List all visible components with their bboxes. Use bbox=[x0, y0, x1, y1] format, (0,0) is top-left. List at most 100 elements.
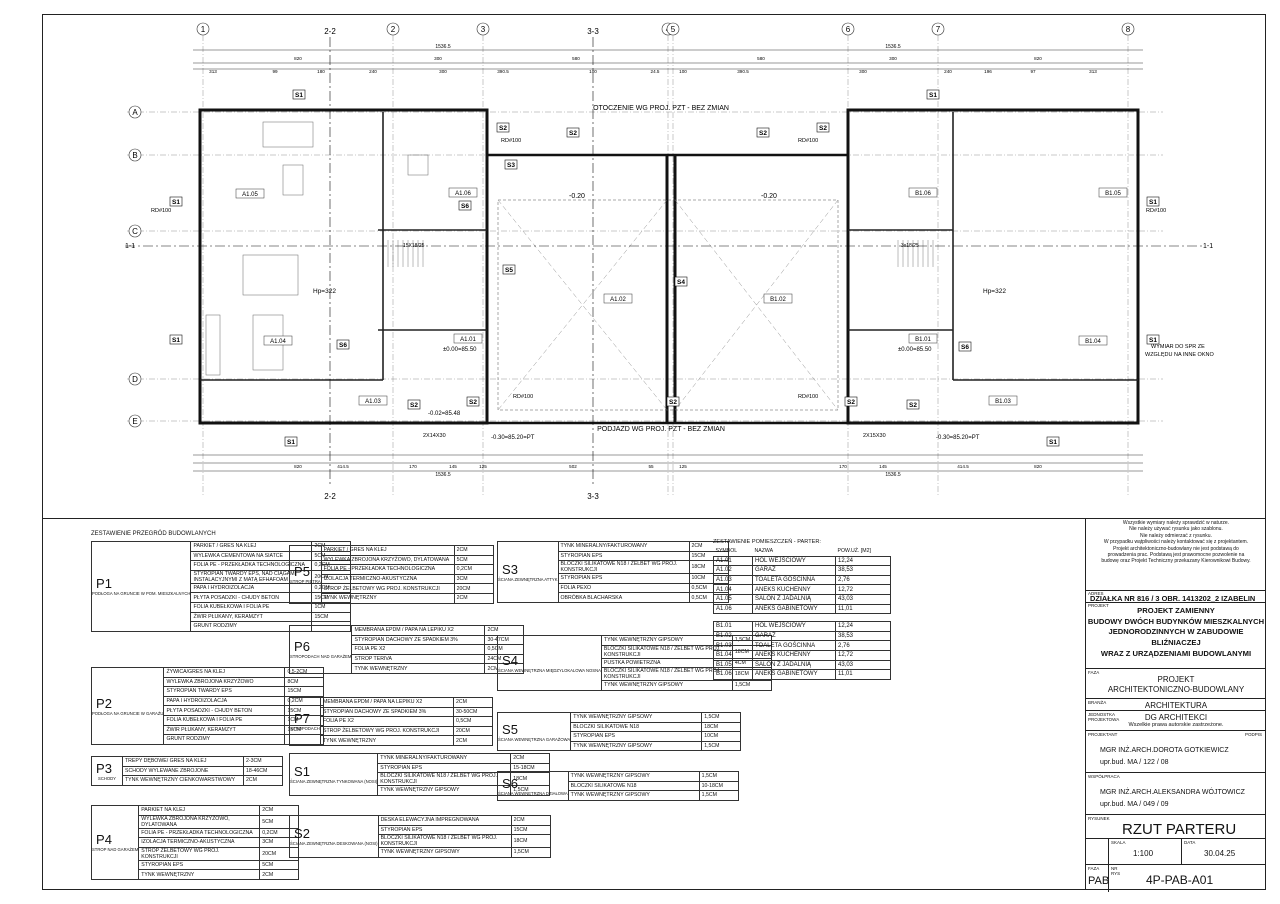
dimension-text: 170 bbox=[409, 464, 417, 469]
wall-tag: S5 bbox=[505, 267, 513, 274]
drain-label: RD#100 bbox=[501, 138, 521, 144]
wall-tag-box bbox=[958, 341, 972, 352]
room-cell: 12,24 bbox=[835, 621, 891, 632]
room-tag-box bbox=[453, 333, 483, 344]
window-note: WYMIAR DO SPR ZE bbox=[1151, 344, 1205, 350]
layer-material: STROP ŻELBETOWY WG PROJ. KONSTRUKCJI bbox=[320, 725, 454, 737]
layer-material: TYNK WEWNĘTRZNY GIPSOWY bbox=[567, 771, 700, 782]
wall-tag-box bbox=[906, 399, 920, 410]
room-tag-box bbox=[763, 293, 793, 304]
room-cell: B1.01 bbox=[713, 621, 753, 632]
dining-table bbox=[242, 254, 299, 296]
layer-thickness: 3CM bbox=[453, 573, 494, 585]
room-tag-box bbox=[448, 187, 478, 198]
layer-thickness: 1,5CM bbox=[698, 771, 739, 782]
rooms-header: SYMBOL bbox=[715, 548, 738, 555]
phase-line-2: ARCHITEKTONICZNO-BUDOWLANY bbox=[1107, 685, 1245, 695]
layer-material: STYROPIAN EPS bbox=[570, 731, 703, 742]
room-cell: ANEKS KUCHENNY bbox=[752, 584, 836, 595]
layer-material: BLOCZKI SILIKATOWE N18 / ŻELBET WG PROJ.… bbox=[600, 667, 733, 682]
desk bbox=[407, 154, 429, 176]
layer-material: FOLIA PE X2 bbox=[320, 716, 454, 727]
layer-material: DESKA ELEWACYJNA IMPREGNOWANA bbox=[377, 815, 512, 826]
title-block: Wszystkie wymiary należy sprawdzić w nat… bbox=[1085, 518, 1266, 892]
layer-material: TYNK WEWNĘTRZNY GIPSOWY bbox=[567, 790, 700, 801]
layers-title: ZESTAWIENIE PRZEGRÓD BUDOWLANYCH bbox=[91, 531, 216, 537]
wall-tag-box bbox=[169, 196, 183, 207]
layer-thickness: 1,5CM bbox=[701, 712, 742, 723]
level-mark: ±0.00=85.50 bbox=[898, 347, 932, 353]
layer-material: TYNK WEWNĘTRZNY bbox=[138, 869, 261, 880]
scale: 1:100 bbox=[1133, 849, 1154, 858]
layer-thickness: 1,5CM bbox=[701, 740, 742, 752]
dimension-text: 99 bbox=[272, 69, 278, 74]
rooms-header: POW.UŻ. [M2] bbox=[837, 548, 871, 555]
dimension-text: 180 bbox=[317, 69, 325, 74]
layer-material: WYLEWKA ZBROJONA KRZYŻOWO bbox=[163, 676, 286, 688]
unit-note: Wszelkie prawa autorskie zastrzeżone. bbox=[1128, 722, 1224, 728]
wall-tag-box bbox=[504, 159, 518, 170]
dimension-text: 414.5 bbox=[337, 464, 349, 469]
room-cell: B1.03 bbox=[713, 640, 753, 651]
layer-material: PARKIET NA KLEJ bbox=[138, 805, 261, 816]
layer-material: BLOCZKI SILIKATOWE N18 / ŻELBET WG PROJ.… bbox=[377, 772, 512, 787]
phase-row: FAZA PROJEKT ARCHITEKTONICZNO-BUDOWLANY bbox=[1086, 669, 1266, 699]
dimension-text: 502 bbox=[569, 464, 577, 469]
wall-tag-box bbox=[1146, 334, 1160, 345]
layer-material: STROP ŻELBETOWY WG PROJ. KONSTRUKCJI bbox=[320, 583, 455, 594]
axis-label: 5 bbox=[671, 25, 676, 34]
layer-material: TYNK MINERALNY/FAKTUROWANY bbox=[377, 753, 512, 764]
designer-license: upr.bud. MA / 122 / 08 bbox=[1100, 759, 1169, 766]
entry-steps: 2X15X30 bbox=[863, 433, 886, 439]
axis-label: 8 bbox=[1126, 25, 1131, 34]
axis-bubble bbox=[128, 372, 142, 386]
layer-material: PŁYTA POSADZKI - CHUDY BETON bbox=[163, 705, 286, 716]
dimension-text: 313 bbox=[1089, 69, 1097, 74]
layer-material: FOLIA PE X2 bbox=[351, 644, 486, 655]
room-cell: 2,76 bbox=[835, 574, 891, 586]
wall-tag: S1 bbox=[295, 92, 303, 99]
layer-material: FOLIA KUBEŁKOWA I FOLIA PE bbox=[190, 601, 313, 613]
layer-thickness: 20CM bbox=[453, 725, 493, 737]
room-cell: HOL WEJŚCIOWY bbox=[752, 621, 836, 632]
rooms-title: ZESTAWIENIE POMIESZCZEŃ - PARTER: bbox=[713, 539, 821, 545]
wall-tag-box bbox=[496, 122, 510, 133]
room-tag: A1.04 bbox=[270, 339, 286, 345]
level-mark: -0.20 bbox=[761, 193, 777, 200]
dimension-text: 100 bbox=[589, 69, 597, 74]
sofa bbox=[262, 121, 314, 148]
axis-bubble bbox=[128, 414, 142, 428]
wall-tag-box bbox=[566, 127, 580, 138]
dimension-text: 580 bbox=[572, 56, 580, 61]
layer-material: STYROPIAN TWARDY EPS bbox=[163, 686, 286, 697]
layer-material: WYLEWKA ZBROJONA KRZYŻOWO, DYLATOWANA bbox=[138, 814, 261, 829]
layer-material: SCHODY WYLEWANE ZBROJONE bbox=[122, 765, 244, 777]
layer-thickness: 8CM bbox=[284, 676, 325, 688]
layer-material: BLOCZKI SILIKATOWE N18 / ŻELBET WG PROJ.… bbox=[377, 834, 512, 849]
layer-material: STYROPIAN EPS bbox=[138, 859, 261, 871]
drawing-title: RZUT PARTERU bbox=[1122, 821, 1237, 838]
room-cell: 38,53 bbox=[835, 565, 891, 576]
wall-tag-box bbox=[292, 89, 306, 100]
room-tag: A1.02 bbox=[610, 297, 626, 303]
layer-thickness: 10-18CM bbox=[698, 780, 739, 792]
phase-line-1: PROJEKT bbox=[1157, 675, 1195, 684]
dimension-text: 820 bbox=[294, 464, 302, 469]
room-cell: TOALETA GOŚCINNA bbox=[752, 640, 836, 651]
project-line: PROJEKT ZAMIENNY bbox=[1137, 606, 1215, 615]
layer-material: ŻYWICA/GRES NA KLEJ bbox=[163, 667, 286, 678]
room-tag: B1.03 bbox=[995, 399, 1011, 405]
layer-thickness: 2CM bbox=[510, 815, 551, 826]
layer-thickness: 2CM bbox=[453, 545, 494, 556]
axis-bubble bbox=[128, 148, 142, 162]
layer-material: TYNK WEWNĘTRZNY GIPSOWY bbox=[570, 740, 703, 752]
layer-thickness: 2CM bbox=[243, 775, 283, 786]
layer-material: IZOLACJA TERMICZNO-AKUSTYCZNA bbox=[320, 573, 455, 585]
